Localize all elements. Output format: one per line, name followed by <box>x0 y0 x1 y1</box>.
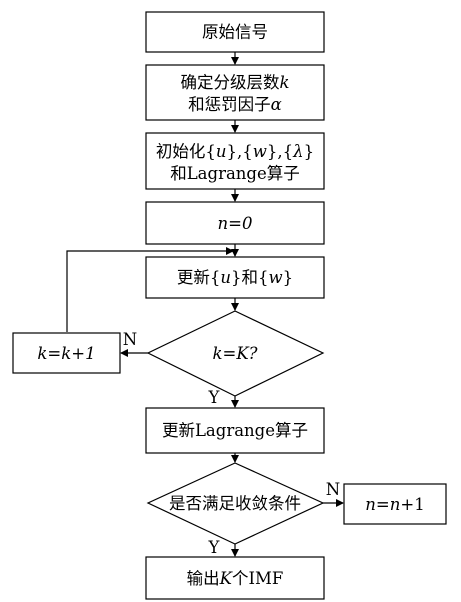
node-output-label: 输出K个IMF <box>187 569 284 588</box>
node-update-lagrange: 更新Lagrange算子 <box>145 407 325 454</box>
node-decision-conv-label: 是否满足收敛条件 <box>169 494 301 513</box>
edge-label-decision-k-yes: Y <box>208 388 221 407</box>
node-init-line1: 初始化{u},{w},{λ} <box>156 142 314 161</box>
node-decision-k: k=K? <box>146 310 325 397</box>
node-update-uw: 更新{u}和{w} <box>145 256 325 299</box>
node-update-uw-label: 更新{u}和{w} <box>177 268 293 287</box>
node-set-params-line1: 确定分级层数k <box>181 73 290 92</box>
node-k-inc-label: k=k+1 <box>37 344 95 363</box>
node-n-inc-label: n=n+1 <box>365 495 424 514</box>
node-update-lagrange-label: 更新Lagrange算子 <box>162 421 308 440</box>
node-start: 原始信号 <box>145 11 325 53</box>
node-decision-conv: 是否满足收敛条件 <box>146 462 325 545</box>
node-set-params: 确定分级层数k 和惩罚因子α <box>145 64 325 121</box>
node-n-zero-label: n=0 <box>218 214 253 233</box>
node-set-params-line2: 和惩罚因子α <box>188 95 282 114</box>
node-init-line2: 和Lagrange算子 <box>170 164 300 183</box>
edge-label-decision-conv-yes: Y <box>208 538 221 557</box>
node-output: 输出K个IMF <box>145 556 325 600</box>
node-start-label: 原始信号 <box>202 23 268 42</box>
node-k-inc: k=k+1 <box>12 332 121 374</box>
node-n-zero: n=0 <box>145 201 325 245</box>
node-init: 初始化{u},{w},{λ} 和Lagrange算子 <box>145 132 325 190</box>
edge-label-decision-k-no: N <box>123 330 137 349</box>
edges <box>66 52 344 557</box>
node-n-inc: n=n+1 <box>343 483 447 525</box>
node-decision-k-label: k=K? <box>213 344 258 363</box>
edge-label-decision-conv-no: N <box>326 480 340 499</box>
edge-k-inc-loop-back <box>66 247 234 332</box>
